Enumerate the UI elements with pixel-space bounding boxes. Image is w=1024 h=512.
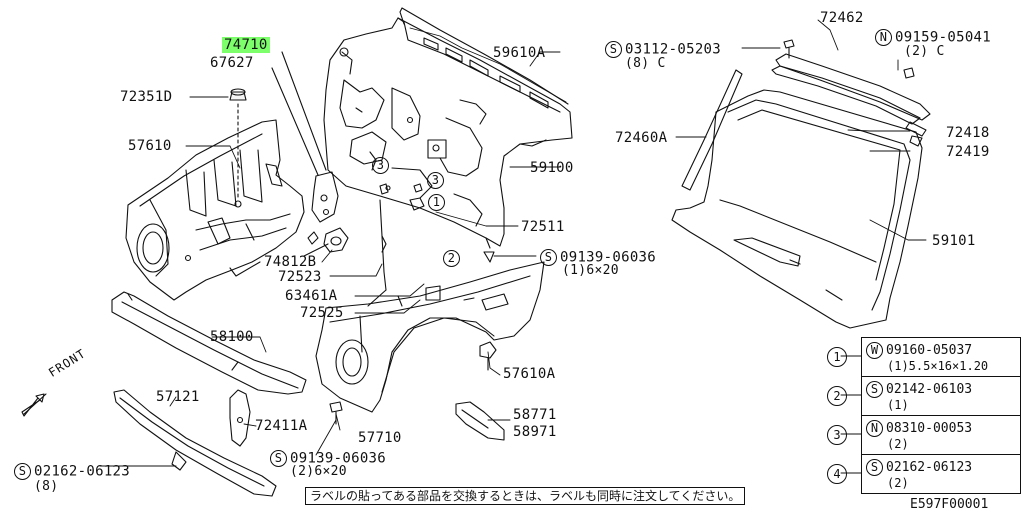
callout-59101[interactable]: 59101	[932, 233, 976, 249]
marker-3-b[interactable]: 3	[427, 172, 447, 189]
callout-72462[interactable]: 72462	[820, 10, 864, 26]
front-arrow-icon	[21, 393, 47, 417]
marker-3-a[interactable]: 3	[372, 157, 392, 174]
callout-72418[interactable]: 72418	[946, 125, 990, 141]
leader-lines	[99, 19, 927, 467]
splash-guard-58771	[455, 401, 505, 441]
grommet-72351D	[189, 88, 247, 199]
callout-57610[interactable]: 57610	[128, 138, 172, 154]
callout-57121[interactable]: 57121	[156, 389, 200, 405]
callout-72419[interactable]: 72419	[946, 144, 990, 160]
fastener-prefix: S	[14, 463, 31, 480]
diagram-code: E597F00001	[910, 497, 989, 512]
screw-03112	[783, 39, 795, 59]
callout-58971[interactable]: 58971	[513, 424, 557, 440]
fastener-prefix: S	[270, 450, 287, 467]
fastener-prefix: N	[875, 29, 892, 46]
hood-lock-lever-assembly	[271, 51, 387, 307]
fastener-03112-qty: (8) C	[625, 56, 666, 71]
weatherstrip-72460A	[681, 69, 743, 191]
callout-74710[interactable]: 74710	[222, 37, 270, 53]
callout-57610A[interactable]: 57610A	[503, 366, 556, 382]
callout-58100[interactable]: 58100	[210, 329, 254, 345]
callout-74812B[interactable]: 74812B	[264, 254, 317, 270]
inner-fender-57710	[315, 261, 545, 413]
callout-72351D[interactable]: 72351D	[120, 89, 173, 105]
fastener-02162-qty: (8)	[34, 479, 59, 494]
callout-72525[interactable]: 72525	[300, 305, 344, 321]
fastener-prefix: S	[540, 249, 557, 266]
cowl-top-58100	[111, 291, 307, 395]
windshield-frame-59101	[671, 89, 923, 329]
callout-59610A[interactable]: 59610A	[493, 45, 546, 61]
marker-2[interactable]: 2	[443, 250, 463, 267]
bracket-72411A	[229, 389, 251, 447]
callout-63461A[interactable]: 63461A	[285, 288, 338, 304]
callout-67627[interactable]: 67627	[210, 55, 254, 71]
fastener-09139-lower-qty: (2)6×20	[290, 464, 347, 479]
fastener-09139-upper-qty: (1)6×20	[562, 263, 619, 278]
screw-lower	[329, 401, 343, 425]
callout-72511[interactable]: 72511	[521, 219, 565, 235]
callout-72523[interactable]: 72523	[278, 269, 322, 285]
dash-panel-59100	[323, 7, 573, 249]
fastener-prefix: S	[605, 41, 622, 58]
callout-58771[interactable]: 58771	[513, 407, 557, 423]
callout-59100[interactable]: 59100	[530, 160, 574, 176]
nut-09159	[903, 67, 915, 79]
marker-1[interactable]: 1	[428, 194, 448, 211]
callout-57710[interactable]: 57710	[358, 430, 402, 446]
bolt-57610A	[479, 341, 497, 371]
firewall-side-panel-57610	[125, 119, 305, 301]
dash-clips	[379, 183, 495, 263]
lower-cowl-57121	[113, 389, 277, 497]
label-replacement-note: ラベルの貼ってある部品を交換するときは、ラベルも同時に注文してください。	[305, 487, 746, 505]
callout-72411A[interactable]: 72411A	[255, 418, 308, 434]
top-trim-72462	[771, 53, 931, 147]
fastener-09159-qty: (2) C	[904, 44, 945, 59]
callout-72460A[interactable]: 72460A	[615, 130, 668, 146]
